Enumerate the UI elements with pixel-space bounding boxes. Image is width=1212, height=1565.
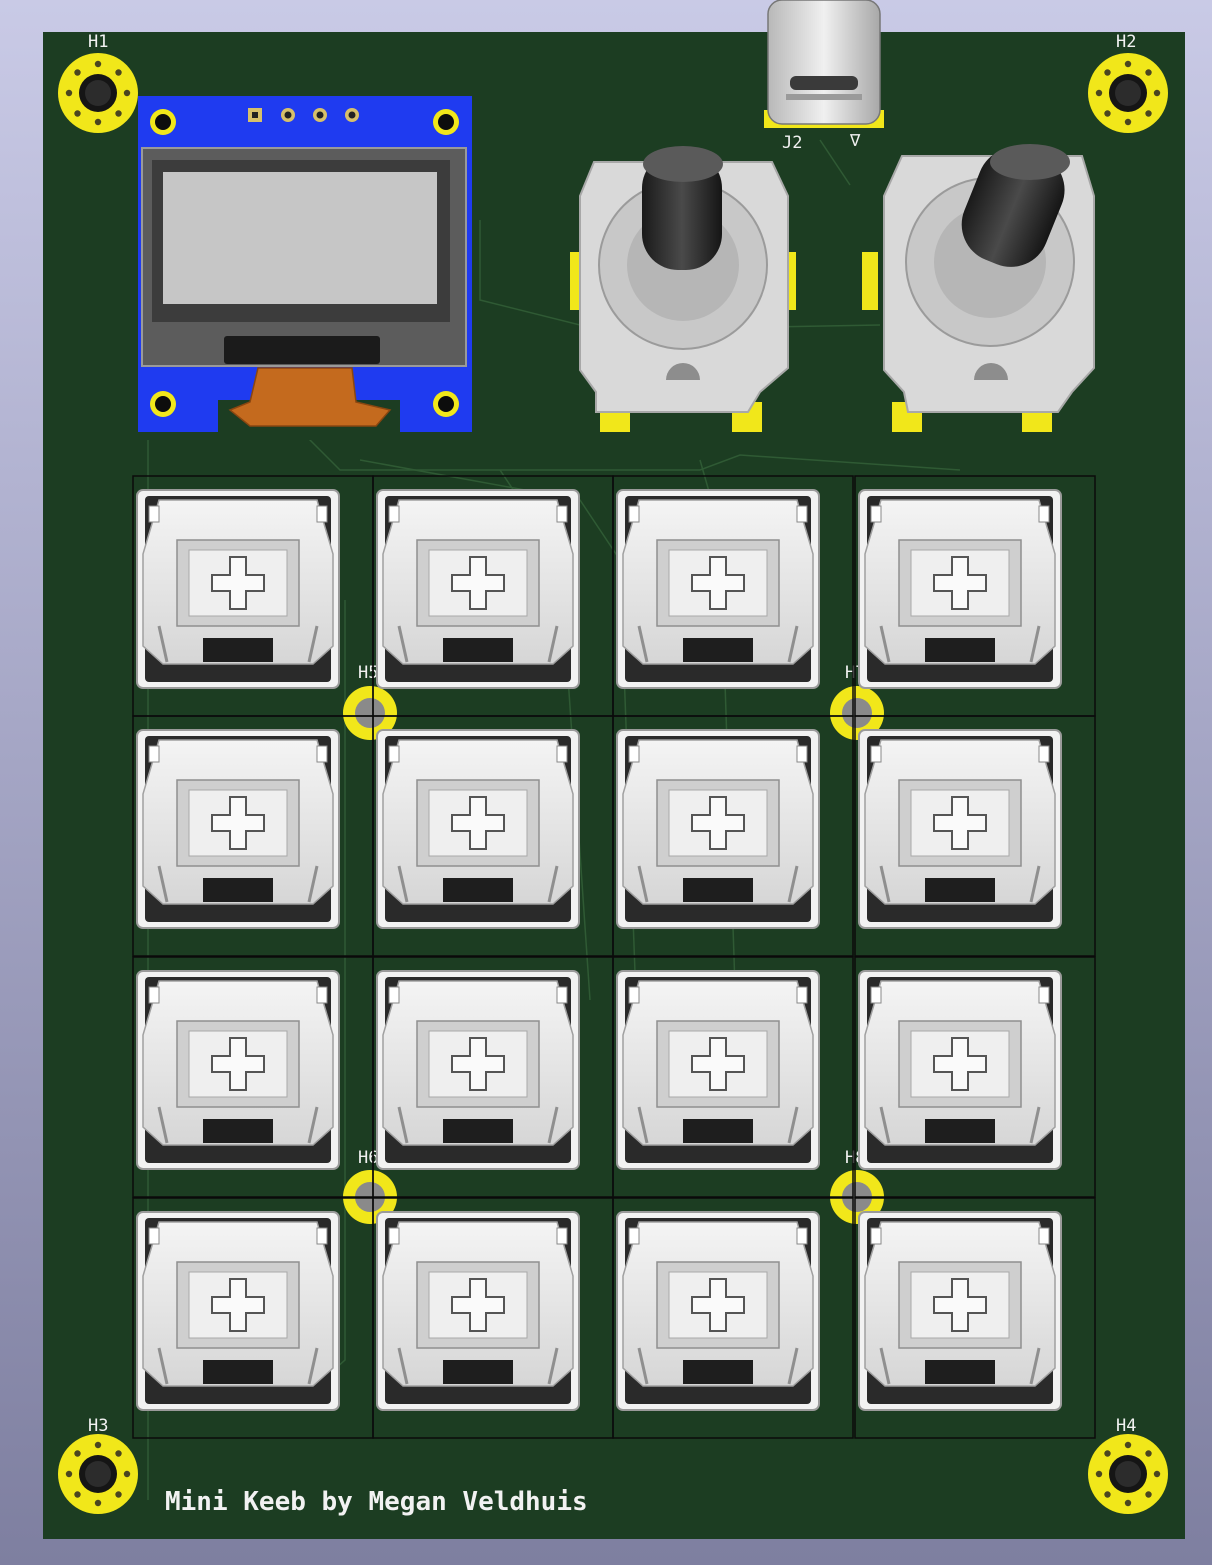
switch-footprint-outline (612, 956, 854, 1198)
key-switch-s14[interactable]: S14 (376, 1211, 580, 1411)
key-switch-s6[interactable]: S6 (376, 729, 580, 929)
switch-footprint-outline (854, 715, 1096, 957)
hole-label-h2: H2 (1116, 32, 1136, 52)
hole-label-h1: H1 (88, 32, 108, 52)
key-switch-s13[interactable]: S13 (136, 1211, 340, 1411)
key-switch-s16[interactable]: S16 (858, 1211, 1062, 1411)
key-switch-s1[interactable]: S1 (136, 489, 340, 689)
key-switch-s9[interactable]: S9 (136, 970, 340, 1170)
key-switch-s2[interactable]: S2 (376, 489, 580, 689)
mounting-hole-h1: H1 (58, 32, 138, 133)
key-switch-s12[interactable]: S12 (858, 970, 1062, 1170)
usb-c-connector[interactable]: J2 ∇ (764, 0, 884, 153)
usb-ref-label: J2 (782, 133, 802, 153)
hole-label-h3: H3 (88, 1416, 108, 1436)
switch-footprint-outline (854, 956, 1096, 1198)
oled-mount-holes (150, 109, 459, 417)
key-switch-s4[interactable]: S4 (858, 489, 1062, 689)
key-switch-s11[interactable]: S11 (616, 970, 820, 1170)
key-switch-s7[interactable]: S7 (616, 729, 820, 929)
key-switch-s3[interactable]: S3 (616, 489, 820, 689)
hole-label-h4: H4 (1116, 1416, 1136, 1436)
key-switch-s5[interactable]: S5 (136, 729, 340, 929)
key-switch-s15[interactable]: S15 (616, 1211, 820, 1411)
oled-flex-cable (228, 367, 392, 427)
rotary-encoder-right[interactable] (862, 136, 1095, 432)
mounting-hole-h3: H3 (58, 1416, 138, 1514)
key-switch-s8[interactable]: S8 (858, 729, 1062, 929)
switch-footprint-outline (612, 715, 854, 957)
mounting-hole-h5: H5 (343, 663, 397, 740)
key-switch-s10[interactable]: S10 (376, 970, 580, 1170)
oled-pin-header (248, 108, 359, 122)
mounting-hole-h4: H4 (1088, 1416, 1168, 1514)
hole-label-h6: H6 (358, 1148, 378, 1168)
board-title: Mini Keeb by Megan Veldhuis (165, 1487, 588, 1517)
oled-display[interactable] (138, 96, 472, 440)
switch-footprint-outline (854, 1197, 1096, 1439)
usb-pin1-marker: ∇ (849, 131, 861, 151)
switch-footprint-outline (612, 1197, 854, 1439)
hole-label-h5: H5 (358, 663, 378, 683)
rotary-encoder-left[interactable] (570, 146, 796, 432)
mounting-hole-h2: H2 (1088, 32, 1168, 133)
